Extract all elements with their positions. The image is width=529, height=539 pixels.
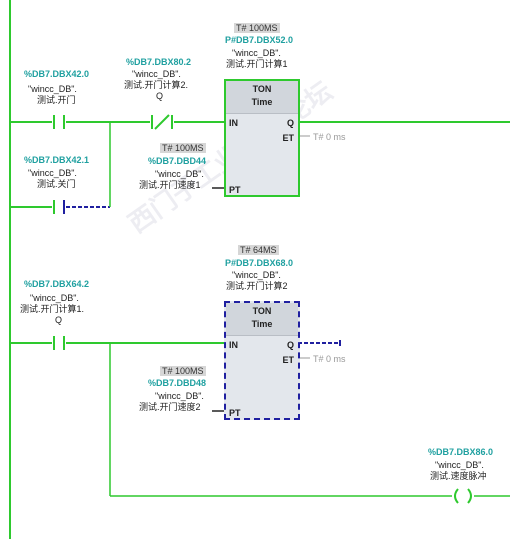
timer1-block[interactable]: TON Time IN Q ET PT <box>224 79 300 197</box>
timer1-header: TON Time <box>226 81 298 114</box>
timer1-pt-db: "wincc_DB". <box>155 169 204 179</box>
contact-neg-slash <box>154 114 170 130</box>
timer2-instance-address: P#DB7.DBX68.0 <box>225 258 294 268</box>
contact2-db: "wincc_DB". <box>30 293 79 303</box>
timer2-pin-pt: PT <box>229 408 241 418</box>
contact2-address: %DB7.DBX64.2 <box>24 279 90 289</box>
timer1-pin-pt: PT <box>229 185 241 195</box>
timer1-pt-const: T# 100MS <box>160 143 206 153</box>
contact-neg-address: %DB7.DBX80.2 <box>126 57 192 67</box>
timer2-type: TON <box>252 306 272 316</box>
contact-close-db: "wincc_DB". <box>28 168 77 178</box>
contact-neg-tag: 测试.开门计算2. <box>124 80 189 90</box>
timer1-pin-q: Q <box>286 118 294 128</box>
timer2-pt-db: "wincc_DB". <box>155 391 204 401</box>
coil-right-arc <box>467 488 472 504</box>
timer1-subtype: Time <box>251 97 273 107</box>
timer1-pin-in: IN <box>229 118 238 128</box>
timer1-et-value: T# 0 ms <box>313 132 346 142</box>
timer2-pt-tag: 测试.开门速度2 <box>139 402 201 412</box>
timer2-pin-in: IN <box>229 340 238 350</box>
contact-open-address: %DB7.DBX42.0 <box>24 69 90 79</box>
timer2-header: TON Time <box>226 303 298 336</box>
timer1-instance-tag: 测试.开门计算1 <box>226 59 288 69</box>
timer2-instance-db: "wincc_DB". <box>232 270 281 280</box>
coil-db: "wincc_DB". <box>435 460 484 470</box>
timer1-pin-et: ET <box>282 133 294 143</box>
timer2-et-value: T# 0 ms <box>313 354 346 364</box>
contact-open-tag: 测试.开门 <box>37 95 76 105</box>
timer1-pt-address: %DB7.DBD44 <box>148 156 207 166</box>
contact-neg-db: "wincc_DB". <box>132 69 181 79</box>
contact2-tag-q: Q <box>55 315 63 325</box>
timer1-instance-address: P#DB7.DBX52.0 <box>225 35 294 45</box>
timer1-pt-tag: 测试.开门速度1 <box>139 180 201 190</box>
timer1-top-const: T# 100MS <box>234 23 280 33</box>
timer2-pin-et: ET <box>282 355 294 365</box>
timer2-top-const: T# 64MS <box>238 245 279 255</box>
timer1-instance-db: "wincc_DB". <box>232 48 281 58</box>
contact2-tag: 测试.开门计算1. <box>20 304 85 314</box>
timer2-pt-const: T# 100MS <box>160 366 206 376</box>
contact-neg-tag-q: Q <box>156 91 164 101</box>
timer2-subtype: Time <box>251 319 273 329</box>
contact-close-address: %DB7.DBX42.1 <box>24 155 90 165</box>
contact-open-db: "wincc_DB". <box>28 84 77 94</box>
timer1-type: TON <box>252 84 272 94</box>
timer2-pt-address: %DB7.DBD48 <box>148 378 207 388</box>
coil-address: %DB7.DBX86.0 <box>428 447 494 457</box>
coil-left-arc <box>454 488 459 504</box>
coil-tag: 测试.速度脉冲 <box>430 471 487 481</box>
timer2-instance-tag: 测试.开门计算2 <box>226 281 288 291</box>
timer2-pin-q: Q <box>286 340 294 350</box>
contact-close-tag: 测试.关门 <box>37 179 76 189</box>
timer2-block[interactable]: TON Time IN Q ET PT <box>224 301 300 420</box>
